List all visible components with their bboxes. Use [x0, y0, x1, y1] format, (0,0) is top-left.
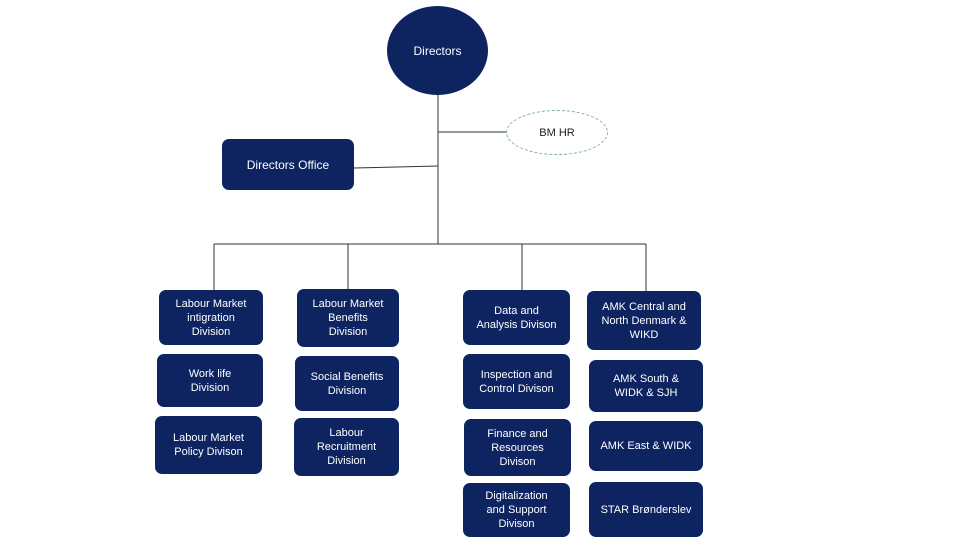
bm-hr-node: BM HR [506, 110, 608, 155]
division-node: Labour Recruitment Division [294, 418, 399, 476]
division-node: AMK South & WIDK & SJH [589, 360, 703, 412]
division-node: AMK Central and North Denmark & WIKD [587, 291, 701, 350]
division-node: Labour Market Benefits Division [297, 289, 399, 347]
directors-office-node: Directors Office [222, 139, 354, 190]
division-node: Data and Analysis Divison [463, 290, 570, 345]
division-node: Inspection and Control Divison [463, 354, 570, 409]
division-node: Labour Market intigration Division [159, 290, 263, 345]
division-node: Work life Division [157, 354, 263, 407]
directors-node: Directors [387, 6, 488, 95]
division-node: STAR Brønderslev [589, 482, 703, 537]
division-node: Social Benefits Division [295, 356, 399, 411]
division-node: AMK East & WIDK [589, 421, 703, 471]
division-node: Digitalization and Support Divison [463, 483, 570, 537]
division-node: Finance and Resources Divison [464, 419, 571, 476]
connector-directors-office [353, 165, 439, 169]
division-node: Labour Market Policy Divison [155, 416, 262, 474]
